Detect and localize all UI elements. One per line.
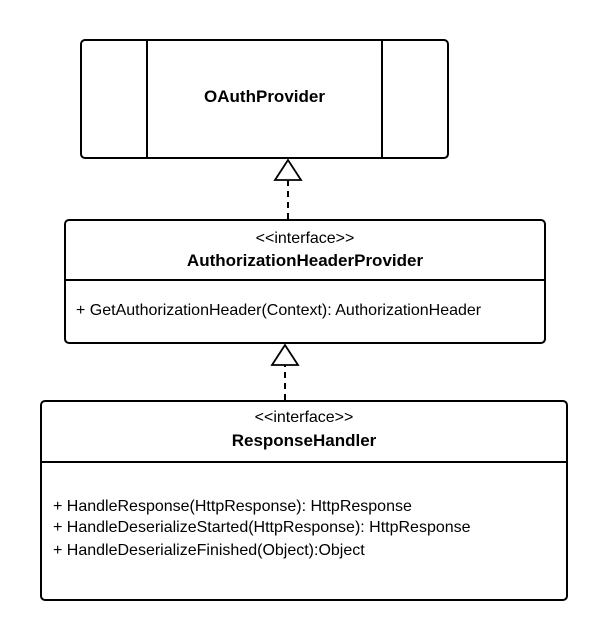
stereotype-label: <<interface>> [254,409,354,426]
method-item: + HandleDeserializeStarted(HttpResponse)… [53,519,471,536]
hollow-triangle-icon [270,343,300,366]
active-class-bar-left [146,41,148,157]
realization-arrow-auth-to-oauth [273,158,303,219]
stereotype-label: <<interface>> [255,230,355,247]
hollow-triangle-icon [273,158,303,181]
compartment-divider [66,279,544,281]
interface-name: ResponseHandler [231,431,377,450]
method-item: + GetAuthorizationHeader(Context): Autho… [76,302,482,319]
class-oauth-provider[interactable]: OAuthProvider [80,39,449,159]
active-class-bar-right [381,41,383,157]
interface-authorization-header-provider[interactable]: <<interface>> AuthorizationHeaderProvide… [64,219,546,344]
realization-arrow-response-to-auth [270,343,300,400]
class-name: OAuthProvider [204,87,325,106]
interface-name: AuthorizationHeaderProvider [186,251,424,270]
method-item: + HandleDeserializeFinished(Object):Obje… [53,542,365,559]
interface-response-handler[interactable]: <<interface>> ResponseHandler + HandleRe… [40,400,568,601]
compartment-divider [42,461,566,463]
method-item: + HandleResponse(HttpResponse): HttpResp… [53,498,412,515]
